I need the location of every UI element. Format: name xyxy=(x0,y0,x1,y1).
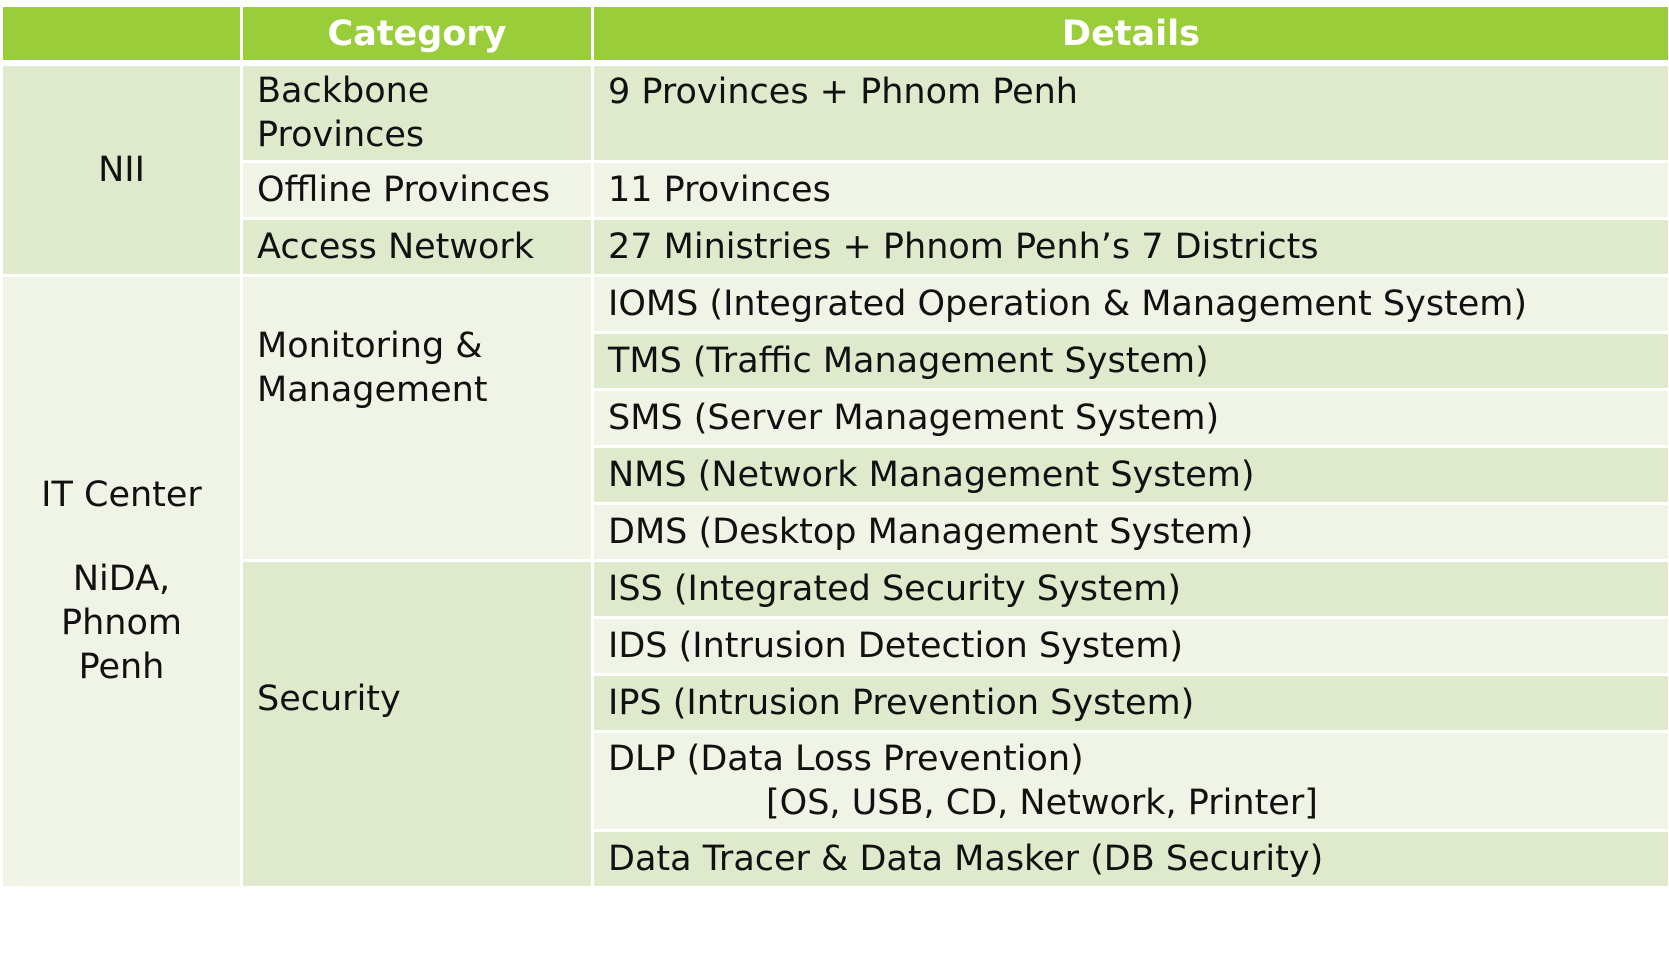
category-offline: Offline Provinces xyxy=(240,159,594,220)
detail-nms: NMS (Network Management System) xyxy=(591,444,1669,505)
detail-dlp: DLP (Data Loss Prevention) [OS, USB, CD,… xyxy=(591,729,1669,832)
category-backbone-line2: Provinces xyxy=(257,114,425,155)
header-details: Details xyxy=(591,4,1669,65)
detail-iss: ISS (Integrated Security System) xyxy=(591,558,1669,619)
category-monitoring: Monitoring & Management xyxy=(240,273,594,562)
group-location-line1: NiDA, xyxy=(72,559,171,599)
detail-ioms: IOMS (Integrated Operation & Management … xyxy=(591,273,1669,334)
table-row: IDS (Intrusion Detection System) xyxy=(2,615,1669,676)
table-row: IPS (Intrusion Prevention System) xyxy=(2,672,1669,733)
category-backbone-line1: Backbone xyxy=(257,70,430,111)
table-row: TMS (Traffic Management System) xyxy=(2,330,1669,391)
detail-access: 27 Ministries + Phnom Penh’s 7 Districts xyxy=(591,216,1669,277)
detail-tms: TMS (Traffic Management System) xyxy=(591,330,1669,391)
group-location-line3: Penh xyxy=(78,647,165,687)
category-access: Access Network xyxy=(240,216,594,277)
group-location-line2: Phnom xyxy=(61,603,182,643)
group-nii-label: NII xyxy=(98,149,145,190)
table-row: SMS (Server Management System) xyxy=(2,387,1669,448)
table-row: Offline Provinces 11 Provinces xyxy=(2,159,1669,220)
group-nii: NII xyxy=(0,61,243,277)
group-it-center-label: IT Center xyxy=(41,475,202,515)
detail-tracer: Data Tracer & Data Masker (DB Security) xyxy=(591,828,1669,889)
detail-backbone: 9 Provinces + Phnom Penh xyxy=(591,61,1669,163)
detail-offline: 11 Provinces xyxy=(591,159,1669,220)
header-row: Category Details xyxy=(0,4,1669,65)
table-row: IT Center NiDA, Phnom Penh Monitoring & … xyxy=(0,273,1669,889)
table-row: NMS (Network Management System) xyxy=(2,444,1669,505)
infrastructure-table: Category Details NII Backbone Provinces … xyxy=(0,4,1669,889)
table-row: DMS (Desktop Management System) xyxy=(2,501,1669,562)
detail-ips: IPS (Intrusion Prevention System) xyxy=(591,672,1669,733)
category-security-label: Security xyxy=(257,678,401,719)
group-spacer xyxy=(17,517,226,557)
detail-dlp-line1: DLP (Data Loss Prevention) xyxy=(608,738,1084,779)
table-row: Access Network 27 Ministries + Phnom Pen… xyxy=(2,216,1669,277)
category-backbone: Backbone Provinces xyxy=(240,61,594,163)
detail-sms: SMS (Server Management System) xyxy=(591,387,1669,448)
table-row: NII Backbone Provinces 9 Provinces + Phn… xyxy=(0,61,1669,277)
detail-dlp-line2: [OS, USB, CD, Network, Printer] xyxy=(766,782,1318,823)
category-monitoring-line1: Monitoring & xyxy=(257,325,483,366)
category-monitoring-line2: Management xyxy=(257,369,488,410)
header-category: Category xyxy=(240,4,594,65)
table-row: Data Tracer & Data Masker (DB Security) xyxy=(2,828,1669,889)
category-security: Security xyxy=(240,558,594,889)
detail-dms: DMS (Desktop Management System) xyxy=(591,501,1669,562)
group-it-center: IT Center NiDA, Phnom Penh xyxy=(0,273,243,889)
header-group xyxy=(0,4,243,65)
detail-ids: IDS (Intrusion Detection System) xyxy=(591,615,1669,676)
table-row: DLP (Data Loss Prevention) [OS, USB, CD,… xyxy=(2,729,1669,832)
table-row: Security ISS (Integrated Security System… xyxy=(2,558,1669,889)
